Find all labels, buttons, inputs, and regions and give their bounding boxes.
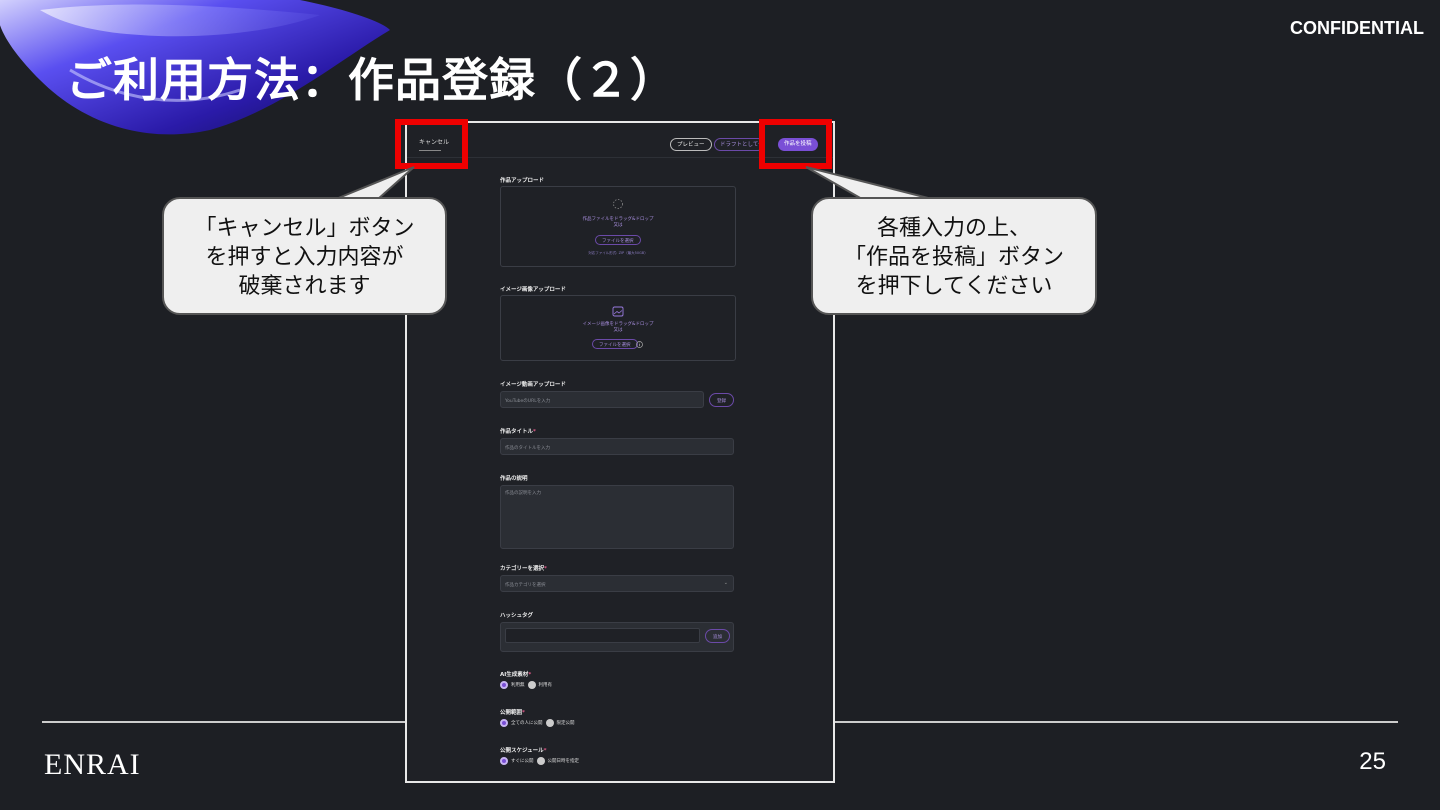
image-upload-drop-text: イメージ画像をドラッグ&ドロップ	[582, 322, 654, 327]
radio-limited[interactable]	[545, 719, 554, 727]
register-video-button[interactable]: 登録	[709, 393, 734, 407]
image-file-select-button[interactable]: ファイルを選択	[592, 339, 638, 349]
image-upload-dropzone[interactable]: イメージ画像をドラッグ&ドロップ 又は ファイルを選択	[500, 295, 736, 361]
post-work-button[interactable]: 作品を投稿	[778, 138, 818, 151]
hashtag-label: ハッシュタグ	[500, 613, 534, 619]
category-select-value: 作品カテゴリを選択	[505, 583, 546, 588]
work-upload-dropzone[interactable]: 作品ファイルをドラッグ&ドロップ 又は ファイルを選択 対応ファイル形式: ZI…	[500, 186, 736, 267]
schedule-label: 公開スケジュール*	[500, 746, 547, 754]
video-upload-label: イメージ動画アップロード	[500, 382, 566, 388]
work-upload-label: 作品アップロード	[500, 178, 545, 184]
radio-label: 限定公開	[556, 721, 575, 726]
image-upload-label: イメージ画像アップロード	[500, 287, 566, 293]
chevron-down-icon: ⌄	[723, 580, 728, 586]
work-title-label: 作品タイトル*	[500, 427, 536, 435]
post-highlight-box	[759, 119, 832, 169]
app-screenshot: キャンセル プレビュー ドラフトとして保存 作品を投稿 作品アップロード 作品フ…	[405, 121, 835, 783]
left-callout: 「キャンセル」ボタン を押すと入力内容が 破棄されます	[162, 197, 447, 315]
youtube-url-input[interactable]: YouTubeのURLを入力	[500, 391, 704, 408]
category-select[interactable]: 作品カテゴリを選択 ⌄	[500, 575, 734, 592]
work-title-input[interactable]: 作品のタイトルを入力	[500, 438, 734, 455]
right-callout-line: を押下してください	[855, 274, 1053, 299]
image-icon	[612, 306, 624, 317]
work-file-select-button[interactable]: ファイルを選択	[595, 235, 641, 245]
add-hashtag-button[interactable]: 追加	[705, 629, 730, 643]
hashtag-container: 追加	[500, 622, 734, 652]
image-upload-or-text: 又は	[613, 328, 623, 333]
radio-ai-used[interactable]	[527, 681, 536, 689]
schedule-radio-group: すぐに公開 公開日時を指定	[500, 757, 579, 765]
preview-button[interactable]: プレビュー	[670, 138, 712, 151]
right-callout-line: 各種入力の上、	[876, 216, 1031, 241]
description-label: 作品の説明	[500, 476, 528, 482]
required-mark: *	[533, 429, 536, 435]
radio-public-all[interactable]	[500, 719, 508, 727]
visibility-label-text: 公開範囲	[500, 710, 523, 716]
radio-label: すぐに公開	[511, 759, 534, 764]
right-callout: 各種入力の上、 「作品を投稿」ボタン を押下してください	[811, 197, 1097, 315]
app-header-bar: キャンセル プレビュー ドラフトとして保存 作品を投稿	[407, 123, 833, 158]
confidential-label: CONFIDENTIAL	[1290, 18, 1424, 38]
upload-icon	[613, 199, 623, 209]
visibility-radio-group: 全ての人に公開 限定公開	[500, 719, 575, 727]
ai-material-label: AI生成素材*	[500, 670, 531, 678]
category-label-text: カテゴリーを選択	[500, 566, 545, 572]
right-callout-line: 「作品を投稿」ボタン	[843, 245, 1064, 270]
work-title-label-text: 作品タイトル	[500, 429, 534, 435]
info-icon[interactable]	[636, 341, 643, 348]
schedule-label-text: 公開スケジュール	[500, 748, 544, 754]
required-mark: *	[528, 672, 532, 678]
radio-label: 公開日時を指定	[547, 759, 580, 764]
radio-label: 全ての人に公開	[511, 721, 543, 726]
radio-label: 利用無	[511, 683, 525, 688]
enrai-logo: ENRAI	[44, 748, 141, 781]
ai-material-label-text: AI生成素材	[500, 672, 529, 678]
work-upload-format-note: 対応ファイル形式: ZIP（最大50GB）	[588, 251, 648, 255]
required-mark: *	[543, 748, 547, 754]
left-callout-line: 破棄されます	[238, 274, 371, 299]
work-upload-drop-text: 作品ファイルをドラッグ&ドロップ	[582, 217, 654, 222]
cancel-highlight-box	[395, 119, 468, 169]
cancel-button[interactable]: キャンセル	[419, 137, 449, 146]
radio-publish-scheduled[interactable]	[536, 757, 545, 765]
required-mark: *	[544, 566, 547, 572]
radio-ai-none[interactable]	[500, 681, 508, 689]
hashtag-input[interactable]	[505, 628, 700, 643]
left-callout-line: 「キャンセル」ボタン	[194, 216, 415, 241]
ai-material-radio-group: 利用無 利用有	[500, 681, 552, 689]
decorative-swirl-graphic	[0, 0, 390, 135]
description-textarea[interactable]: 作品の説明を入力	[500, 485, 734, 549]
page-number: 25	[1359, 748, 1386, 775]
cancel-tab-underline	[419, 150, 441, 151]
slide-title: ご利用方法：作品登録（２）	[66, 53, 677, 107]
left-callout-line: を押すと入力内容が	[205, 245, 404, 270]
work-upload-or-text: 又は	[613, 223, 623, 228]
radio-publish-now[interactable]	[500, 757, 508, 765]
visibility-label: 公開範囲*	[500, 708, 525, 716]
required-mark: *	[522, 710, 525, 716]
save-draft-button[interactable]: ドラフトとして保存	[714, 138, 764, 151]
category-label: カテゴリーを選択*	[500, 564, 547, 572]
radio-label: 利用有	[538, 683, 553, 688]
